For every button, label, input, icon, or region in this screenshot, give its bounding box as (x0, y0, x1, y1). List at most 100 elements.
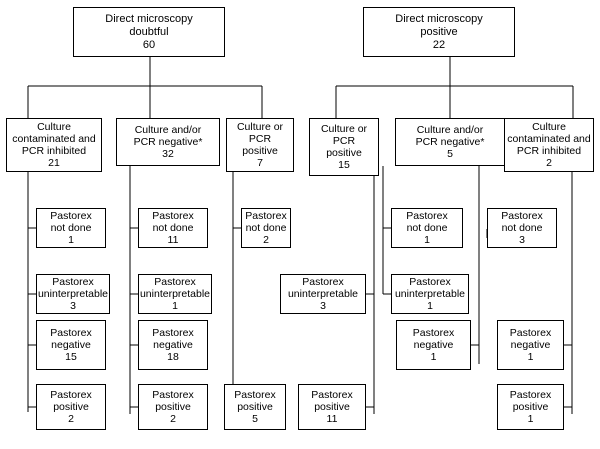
box-line: PCR negative* (133, 136, 203, 148)
box-direct-microscopy-positive: Direct microscopy positive 22 (363, 7, 515, 57)
box-pastorex-positive: Pastorex positive 2 (138, 384, 208, 430)
box-line: uninterpretable (139, 288, 211, 300)
box-line: Culture (37, 121, 71, 133)
box-line: negative (510, 339, 551, 351)
box-line: positive (53, 401, 89, 413)
box-culture-positive-positive: Culture or PCR positive 15 (309, 118, 379, 176)
box-line: positive (512, 401, 549, 413)
box-line: 2 (263, 234, 269, 246)
box-pastorex-not-done: Pastorex not done 1 (391, 208, 463, 248)
box-line: 1 (424, 234, 430, 246)
box-line: Culture (532, 121, 566, 133)
box-pastorex-positive: Pastorex positive 2 (36, 384, 106, 430)
box-line: 1 (172, 300, 178, 312)
box-pastorex-positive: Pastorex positive 1 (497, 384, 564, 430)
box-line: 1 (68, 234, 74, 246)
box-line: Pastorex (501, 210, 543, 222)
box-culture-negative-positive: Culture and/or PCR negative* 5 (395, 118, 505, 166)
box-pastorex-uninterpretable: Pastorex uninterpretable 1 (138, 274, 212, 314)
box-line: 11 (167, 234, 179, 246)
box-line: 1 (527, 413, 534, 425)
box-pastorex-uninterpretable: Pastorex uninterpretable 3 (36, 274, 110, 314)
box-pastorex-negative: Pastorex negative 18 (138, 320, 208, 370)
box-line: not done (501, 222, 543, 234)
box-line: doubtful (129, 25, 169, 38)
box-line: 2 (546, 157, 552, 169)
box-line: PCR inhibited (516, 145, 582, 157)
box-line: Pastorex (245, 210, 287, 222)
box-line: 2 (68, 413, 74, 425)
box-line: Pastorex (234, 389, 276, 401)
box-line: positive (242, 145, 278, 157)
box-line: Pastorex (409, 276, 451, 288)
box-line: uninterpretable (37, 288, 109, 300)
box-line: not done (50, 222, 92, 234)
box-line: PCR (332, 135, 356, 147)
box-line: Pastorex (152, 389, 194, 401)
box-line: 1 (527, 351, 534, 363)
box-culture-contaminated-positive: Culture contaminated and PCR inhibited 2 (504, 118, 594, 172)
box-line: not done (152, 222, 194, 234)
box-line: Pastorex (509, 389, 552, 401)
box-line: 21 (48, 157, 60, 169)
box-line: 2 (170, 413, 176, 425)
box-pastorex-not-done: Pastorex not done 2 (241, 208, 291, 248)
box-line: not done (245, 222, 287, 234)
box-line: Pastorex (152, 210, 194, 222)
box-line: PCR negative* (415, 136, 485, 148)
box-line: 18 (167, 351, 179, 363)
box-line: positive (420, 25, 458, 38)
box-pastorex-positive: Pastorex positive 11 (298, 384, 366, 430)
box-line: 5 (447, 148, 453, 160)
box-line: Pastorex (50, 327, 92, 339)
box-pastorex-uninterpretable: Pastorex uninterpretable 3 (280, 274, 366, 314)
box-line: PCR (248, 133, 272, 145)
box-line: PCR inhibited (21, 145, 87, 157)
box-direct-microscopy-doubtful: Direct microscopy doubtful 60 (73, 7, 225, 57)
box-line: Culture or (320, 123, 368, 135)
box-line: Pastorex (509, 327, 552, 339)
box-line: not done (406, 222, 448, 234)
box-line: Pastorex (311, 389, 353, 401)
box-line: 7 (257, 157, 263, 169)
box-line: 5 (252, 413, 258, 425)
box-line: 11 (326, 413, 338, 425)
box-line: Pastorex (50, 389, 92, 401)
box-pastorex-not-done: Pastorex not done 3 (487, 208, 557, 248)
box-line: Pastorex (154, 276, 196, 288)
box-line: 32 (162, 148, 174, 160)
box-pastorex-negative: Pastorex negative 1 (396, 320, 471, 370)
box-line: positive (326, 147, 362, 159)
box-line: negative (51, 339, 91, 351)
box-pastorex-positive: Pastorex positive 5 (224, 384, 286, 430)
box-line: positive (155, 401, 191, 413)
box-pastorex-uninterpretable: Pastorex uninterpretable 1 (391, 274, 469, 314)
box-culture-negative-doubtful: Culture and/or PCR negative* 32 (116, 118, 220, 166)
box-line: contaminated and (12, 133, 96, 145)
box-line: 60 (142, 38, 156, 51)
box-line: positive (237, 401, 273, 413)
box-pastorex-not-done: Pastorex not done 11 (138, 208, 208, 248)
box-line: Pastorex (50, 210, 92, 222)
box-line: negative (413, 339, 454, 351)
box-line: Culture and/or (134, 124, 202, 136)
box-line: 3 (320, 300, 326, 312)
box-line: Pastorex (52, 276, 94, 288)
box-line: Culture and/or (416, 124, 484, 136)
box-line: 15 (65, 351, 77, 363)
box-line: 3 (519, 234, 525, 246)
box-pastorex-negative: Pastorex negative 15 (36, 320, 106, 370)
box-line: 3 (70, 300, 76, 312)
box-culture-positive-doubtful: Culture or PCR positive 7 (226, 118, 294, 172)
box-line: Direct microscopy (395, 12, 483, 25)
box-line: 15 (338, 159, 350, 171)
box-culture-contaminated-doubtful: Culture contaminated and PCR inhibited 2… (6, 118, 102, 172)
box-line: Pastorex (152, 327, 194, 339)
box-line: negative (153, 339, 193, 351)
box-line: uninterpretable (394, 288, 466, 300)
box-line: Pastorex (406, 210, 448, 222)
box-line: Pastorex (412, 327, 455, 339)
box-pastorex-not-done: Pastorex not done 1 (36, 208, 106, 248)
